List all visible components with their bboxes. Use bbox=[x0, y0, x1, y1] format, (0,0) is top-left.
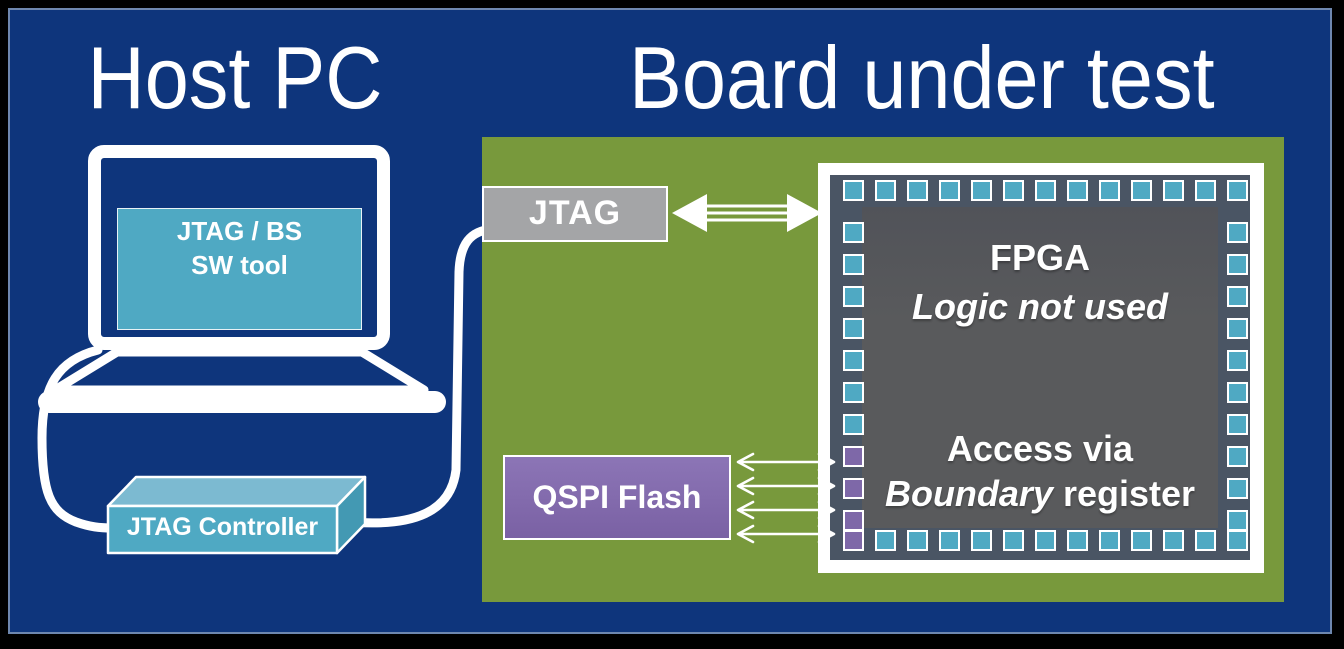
fpga-pin bbox=[1227, 446, 1248, 467]
fpga-access-register-word: register bbox=[1052, 473, 1196, 514]
qspi-flash-box: QSPI Flash bbox=[503, 455, 731, 540]
fpga-pin bbox=[875, 530, 896, 551]
fpga-pin bbox=[1195, 180, 1216, 201]
fpga-chip-die bbox=[862, 207, 1218, 528]
fpga-pin bbox=[907, 530, 928, 551]
fpga-pin bbox=[939, 180, 960, 201]
fpga-pin bbox=[939, 530, 960, 551]
fpga-pin bbox=[1227, 318, 1248, 339]
fpga-pin bbox=[907, 180, 928, 201]
fpga-pin bbox=[971, 180, 992, 201]
fpga-pin bbox=[1003, 180, 1024, 201]
fpga-pin bbox=[1227, 414, 1248, 435]
fpga-pin bbox=[1227, 222, 1248, 243]
fpga-pin bbox=[843, 446, 864, 467]
fpga-pin bbox=[1227, 180, 1248, 201]
fpga-pin bbox=[1227, 254, 1248, 275]
fpga-pin bbox=[1035, 530, 1056, 551]
fpga-subtitle: Logic not used bbox=[912, 286, 1168, 327]
jtag-bs-sw-tool-box: JTAG / BS SW tool bbox=[117, 208, 362, 330]
fpga-pin bbox=[843, 180, 864, 201]
jtag-controller-label: JTAG Controller bbox=[126, 513, 319, 541]
fpga-pin bbox=[1099, 530, 1120, 551]
fpga-pin bbox=[1131, 180, 1152, 201]
fpga-pin bbox=[1227, 350, 1248, 371]
fpga-access-line1: Access via bbox=[946, 428, 1134, 469]
fpga-pin bbox=[843, 510, 864, 531]
fpga-pin bbox=[971, 530, 992, 551]
jtag-connector-label: JTAG bbox=[482, 186, 668, 242]
fpga-pin bbox=[1067, 530, 1088, 551]
fpga-access-boundary-word: Boundary bbox=[884, 473, 1053, 514]
fpga-pin bbox=[1227, 530, 1248, 551]
sw-tool-label-line2: SW tool bbox=[191, 249, 288, 280]
fpga-pin bbox=[843, 414, 864, 435]
fpga-pin bbox=[843, 478, 864, 499]
fpga-pin bbox=[1227, 510, 1248, 531]
fpga-pin bbox=[843, 350, 864, 371]
fpga-pin bbox=[1163, 530, 1184, 551]
fpga-pin bbox=[1227, 382, 1248, 403]
fpga-pin bbox=[1099, 180, 1120, 201]
fpga-pin bbox=[843, 318, 864, 339]
host-pc-title: Host PC bbox=[87, 28, 383, 127]
fpga-pin bbox=[1003, 530, 1024, 551]
fpga-pin bbox=[843, 254, 864, 275]
board-under-test-title: Board under test bbox=[629, 28, 1215, 127]
fpga-title: FPGA bbox=[989, 237, 1090, 278]
fpga-pin bbox=[1227, 286, 1248, 307]
fpga-pin bbox=[1227, 478, 1248, 499]
fpga-pin bbox=[1163, 180, 1184, 201]
fpga-pin bbox=[875, 180, 896, 201]
fpga-pin bbox=[1195, 530, 1216, 551]
fpga-pin bbox=[1131, 530, 1152, 551]
fpga-pin bbox=[843, 382, 864, 403]
fpga-pin bbox=[843, 530, 864, 551]
fpga-access-line2: Boundary register bbox=[862, 476, 1218, 512]
fpga-pin bbox=[843, 286, 864, 307]
fpga-pin bbox=[843, 222, 864, 243]
fpga-pin bbox=[1067, 180, 1088, 201]
sw-tool-label-line1: JTAG / BS bbox=[176, 216, 303, 246]
fpga-pin bbox=[1035, 180, 1056, 201]
